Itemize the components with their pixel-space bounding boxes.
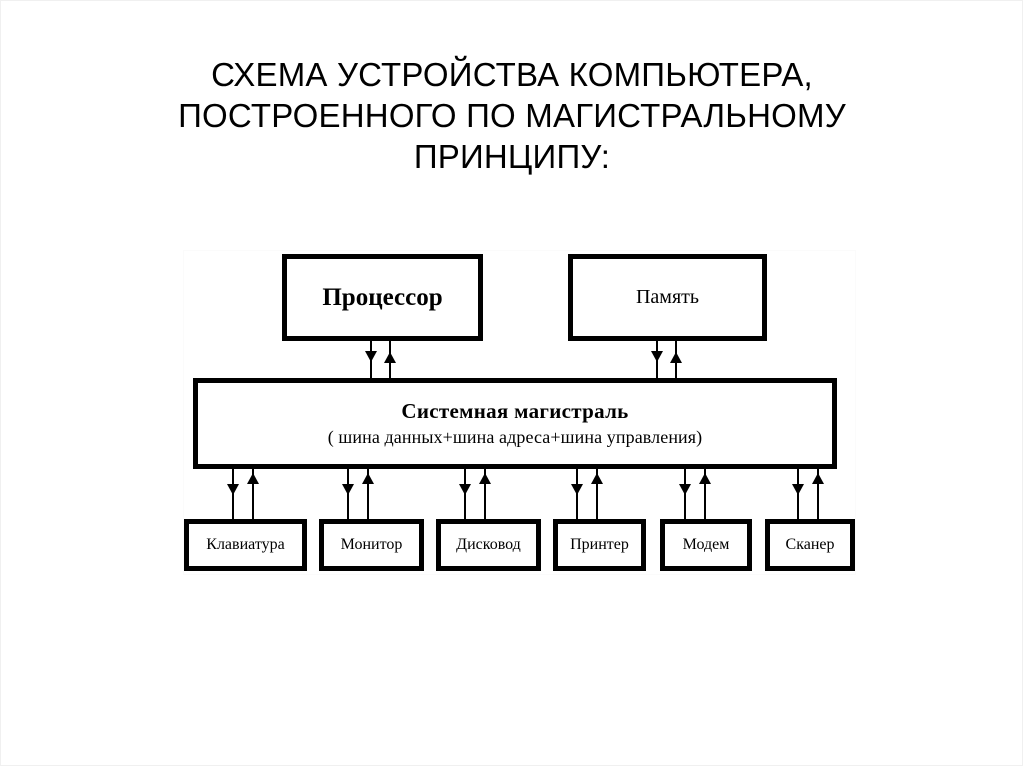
arrow-processor-to-bus-icon bbox=[365, 351, 377, 362]
node-device-printer: Принтер bbox=[553, 519, 646, 571]
connector-modem-bus-up-stem bbox=[704, 469, 706, 519]
arrow-memory-to-bus-icon bbox=[651, 351, 663, 362]
connector-keyboard-bus-up-stem bbox=[252, 469, 254, 519]
node-device-monitor: Монитор bbox=[319, 519, 424, 571]
connector-scanner-bus-up-stem bbox=[817, 469, 819, 519]
node-device-modem: Модем bbox=[660, 519, 752, 571]
node-device-keyboard-label: Клавиатура bbox=[206, 536, 285, 553]
arrow-bus-to-memory-icon bbox=[670, 352, 682, 363]
connector-disk-drive-bus-up-stem bbox=[484, 469, 486, 519]
node-memory: Память bbox=[568, 254, 767, 341]
computer-architecture-diagram: Процессор Память Системная магистраль ( … bbox=[183, 250, 856, 575]
node-system-bus-subtitle: ( шина данных+шина адреса+шина управлени… bbox=[327, 427, 703, 447]
arrow-bus-to-disk-drive-icon bbox=[459, 484, 471, 495]
arrow-scanner-to-bus-icon bbox=[812, 473, 824, 484]
node-system-bus-title: Системная магистраль bbox=[401, 399, 629, 423]
node-system-bus: Системная магистраль ( шина данных+шина … bbox=[193, 378, 837, 469]
connector-printer-bus-up-stem bbox=[596, 469, 598, 519]
arrow-modem-to-bus-icon bbox=[699, 473, 711, 484]
node-processor-label: Процессор bbox=[322, 283, 443, 311]
connector-monitor-bus-up-stem bbox=[367, 469, 369, 519]
arrow-printer-to-bus-icon bbox=[591, 473, 603, 484]
arrow-bus-to-scanner-icon bbox=[792, 484, 804, 495]
node-device-monitor-label: Монитор bbox=[340, 536, 403, 553]
node-device-scanner-label: Сканер bbox=[785, 536, 835, 553]
arrow-bus-to-keyboard-icon bbox=[227, 484, 239, 495]
arrow-bus-to-modem-icon bbox=[679, 484, 691, 495]
node-device-scanner: Сканер bbox=[765, 519, 855, 571]
node-device-modem-label: Модем bbox=[682, 536, 730, 553]
page-title: СХЕМА УСТРОЙСТВА КОМПЬЮТЕРА, ПОСТРОЕННОГ… bbox=[178, 56, 846, 175]
node-device-disk-drive: Дисковод bbox=[436, 519, 541, 571]
arrow-disk-drive-to-bus-icon bbox=[479, 473, 491, 484]
node-device-printer-label: Принтер bbox=[570, 536, 629, 553]
node-device-keyboard: Клавиатура bbox=[184, 519, 307, 571]
node-processor: Процессор bbox=[282, 254, 483, 341]
arrow-bus-to-processor-icon bbox=[384, 352, 396, 363]
arrow-monitor-to-bus-icon bbox=[362, 473, 374, 484]
arrow-keyboard-to-bus-icon bbox=[247, 473, 259, 484]
arrow-bus-to-printer-icon bbox=[571, 484, 583, 495]
node-device-disk-drive-label: Дисковод bbox=[456, 536, 521, 553]
node-memory-label: Память bbox=[635, 286, 700, 308]
arrow-bus-to-monitor-icon bbox=[342, 484, 354, 495]
